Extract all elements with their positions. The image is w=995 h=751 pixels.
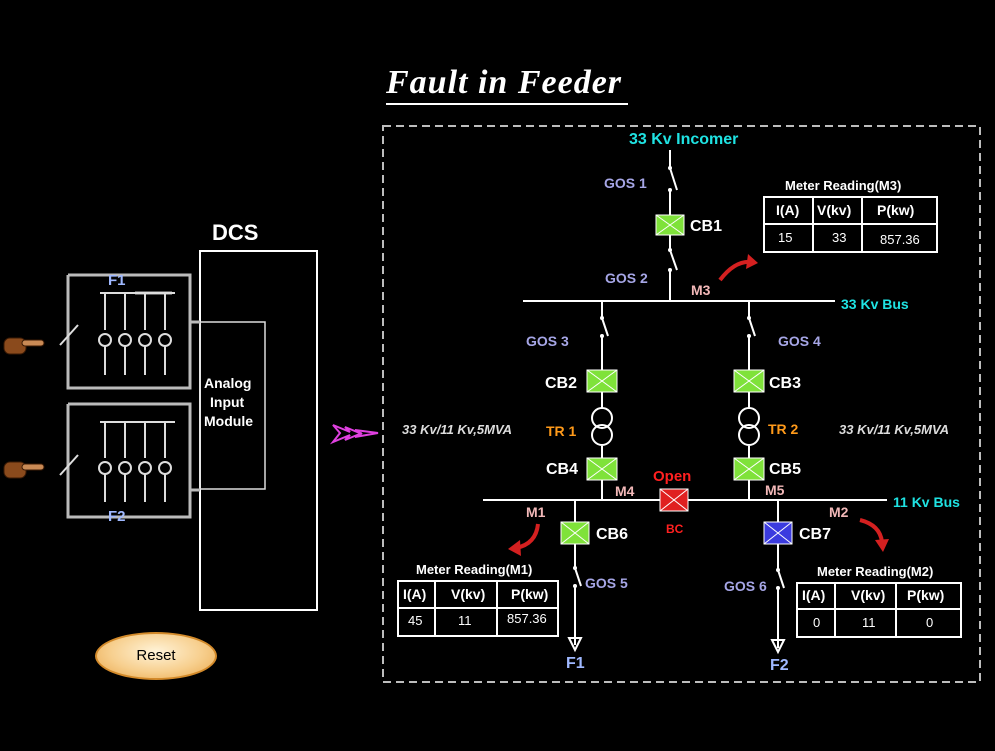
meter-m3-title: Meter Reading(M3)	[785, 178, 901, 193]
bc-status: Open	[653, 468, 691, 485]
bus-11kv-label: 11 Kv Bus	[893, 494, 960, 510]
gos-6-label: GOS 6	[724, 578, 767, 594]
cb4-label: CB4	[546, 461, 578, 478]
m3-label: M3	[691, 282, 711, 298]
meter-m2-header-i: I(A)	[802, 587, 825, 603]
meter-m1-header-p: P(kw)	[511, 586, 548, 602]
feeder-f1-line	[574, 500, 582, 645]
page-title: Fault in Feeder	[386, 64, 623, 101]
cb5-breaker[interactable]	[733, 457, 765, 481]
feeder-f1-switch-panel	[66, 273, 200, 390]
m2-arrow-icon	[859, 518, 884, 543]
gos-5-label: GOS 5	[585, 575, 628, 591]
meter-m1-header-i: I(A)	[403, 586, 426, 602]
bus-33kv-label: 33 Kv Bus	[841, 296, 909, 312]
meter-m3-value-p: 857.36	[880, 232, 920, 247]
diagram-dashed-border	[382, 125, 981, 683]
meter-m3-value-v: 33	[832, 230, 846, 245]
meter-m3-header-v: V(kv)	[817, 202, 851, 218]
cb6-breaker[interactable]	[560, 521, 590, 545]
meter-m2-title: Meter Reading(M2)	[817, 564, 933, 579]
tr2-label: TR 2	[768, 421, 799, 437]
magenta-arrow-icon	[329, 424, 379, 445]
feeder-f1-output-label: F1	[566, 655, 585, 672]
incomer-line	[669, 150, 678, 300]
cb7-label: CB7	[799, 526, 831, 543]
meter-m1-title: Meter Reading(M1)	[416, 562, 532, 577]
feeder-f1-label: F1	[108, 272, 126, 289]
m4-label: M4	[615, 483, 635, 499]
meter-m2-value-i: 0	[813, 615, 820, 630]
meter-m2-header-p: P(kw)	[907, 587, 944, 603]
cb3-breaker[interactable]	[733, 369, 765, 393]
analog-input-module-box	[199, 321, 266, 490]
pointing-hand-icon-f1[interactable]	[3, 337, 45, 355]
feeder-f1-contacts	[59, 292, 175, 375]
tr1-transformer-icon	[591, 407, 613, 446]
meter-m3-header-p: P(kw)	[877, 202, 914, 218]
tr1-rating: 33 Kv/11 Kv,5MVA	[402, 422, 512, 437]
m1-label: M1	[526, 504, 546, 520]
title-underline	[386, 103, 628, 105]
feeder-f2-switch-panel	[66, 402, 200, 519]
cb1-breaker[interactable]	[655, 214, 685, 236]
module-line-1: Analog	[204, 375, 251, 391]
gos-3-label: GOS 3	[526, 333, 569, 349]
module-line-3: Module	[204, 413, 253, 429]
tr2-rating: 33 Kv/11 Kv,5MVA	[839, 422, 949, 437]
module-line-2: Input	[210, 394, 245, 410]
cb4-breaker[interactable]	[586, 457, 618, 481]
meter-m1-header-v: V(kv)	[451, 586, 485, 602]
feeder-f2-label: F2	[108, 508, 126, 525]
cb1-label: CB1	[690, 218, 722, 235]
gos-2-label: GOS 2	[605, 270, 648, 286]
cb3-label: CB3	[769, 375, 801, 392]
meter-m1-value-v: 11	[458, 613, 472, 628]
meter-m2-header-v: V(kv)	[851, 587, 885, 603]
meter-m1-value-p: 857.36	[507, 611, 547, 626]
single-line-diagram: 33 Kv Incomer GOS 1 CB1 GOS 2 M3 33 Kv B…	[382, 125, 981, 683]
meter-m3-header-i: I(A)	[776, 202, 799, 218]
feeder-f2-output-label: F2	[770, 657, 789, 674]
dcs-label: DCS	[212, 220, 258, 245]
right-branch-line	[748, 301, 756, 500]
meter-m1-table	[397, 580, 559, 637]
cb2-breaker[interactable]	[586, 369, 618, 393]
tr1-label: TR 1	[546, 423, 577, 439]
m5-label: M5	[765, 482, 785, 498]
meter-m1-value-i: 45	[408, 613, 422, 628]
cb5-label: CB5	[769, 461, 801, 478]
meter-m3-value-i: 15	[778, 230, 792, 245]
meter-m2-value-p: 0	[926, 615, 933, 630]
dcs-panel: DCS Analog Input Module F1 F2	[3, 220, 379, 611]
bc-breaker[interactable]	[659, 488, 689, 512]
tr2-transformer-icon	[738, 407, 760, 446]
reset-button[interactable]: Reset	[95, 632, 217, 680]
meter-m3-table	[763, 196, 938, 253]
gos-1-label: GOS 1	[604, 175, 647, 191]
dcs-box	[199, 250, 318, 611]
left-branch-line	[601, 301, 609, 500]
m2-label: M2	[829, 504, 849, 520]
bc-label: BC	[666, 522, 684, 536]
incomer-label: 33 Kv Incomer	[629, 131, 738, 148]
gos-4-label: GOS 4	[778, 333, 821, 349]
pointing-hand-icon-f2[interactable]	[3, 461, 45, 479]
meter-m2-value-v: 11	[862, 615, 876, 630]
cb6-label: CB6	[596, 526, 628, 543]
feeder-f2-line	[777, 500, 785, 648]
cb7-breaker[interactable]	[763, 521, 793, 545]
meter-m2-table	[796, 582, 962, 638]
cb2-label: CB2	[545, 375, 577, 392]
feeder-f2-contacts	[59, 421, 175, 502]
